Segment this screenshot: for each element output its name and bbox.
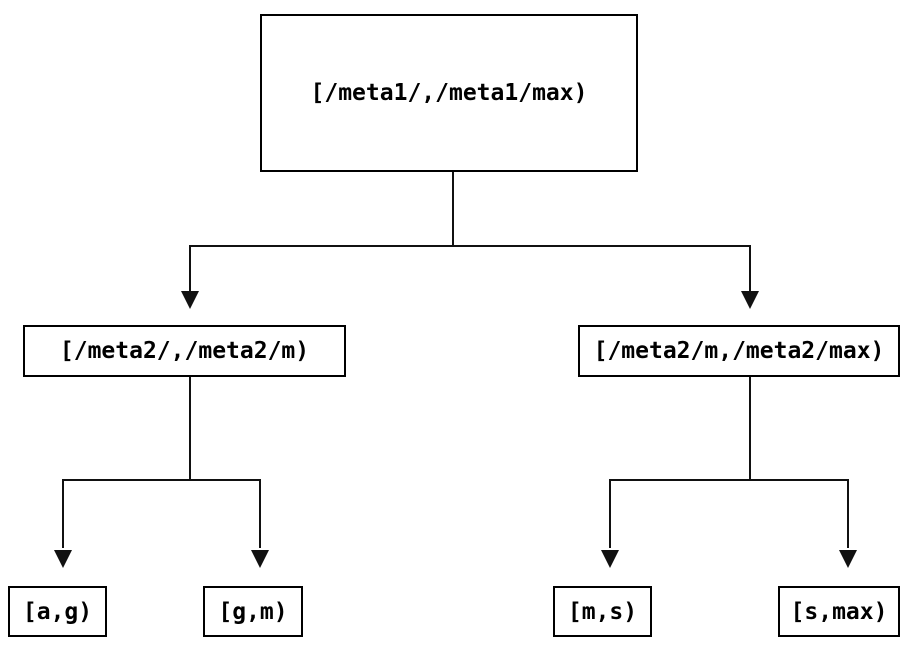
- arrow-down-icon: [601, 550, 619, 568]
- node-root: [/meta1/,/meta1/max): [260, 14, 638, 172]
- leaf-s-max: [s,max): [778, 586, 900, 637]
- leaf-s-max-label: [s,max): [790, 598, 888, 625]
- leaf-g-m: [g,m): [203, 586, 303, 637]
- arrow-down-icon: [839, 550, 857, 568]
- node-root-label: [/meta1/,/meta1/max): [310, 80, 588, 106]
- leaf-a-g: [a,g): [8, 586, 107, 637]
- node-right-child-label: [/meta2/m,/meta2/max): [593, 338, 885, 364]
- arrow-down-icon: [251, 550, 269, 568]
- leaf-m-s-label: [m,s): [567, 598, 638, 625]
- arrow-down-icon: [54, 550, 72, 568]
- node-left-child: [/meta2/,/meta2/m): [23, 325, 346, 377]
- arrow-down-icon: [741, 291, 759, 309]
- arrow-down-icon: [181, 291, 199, 309]
- node-left-child-label: [/meta2/,/meta2/m): [59, 338, 310, 364]
- leaf-g-m-label: [g,m): [218, 598, 288, 625]
- leaf-a-g-label: [a,g): [22, 598, 93, 625]
- leaf-m-s: [m,s): [553, 586, 652, 637]
- node-right-child: [/meta2/m,/meta2/max): [578, 325, 900, 377]
